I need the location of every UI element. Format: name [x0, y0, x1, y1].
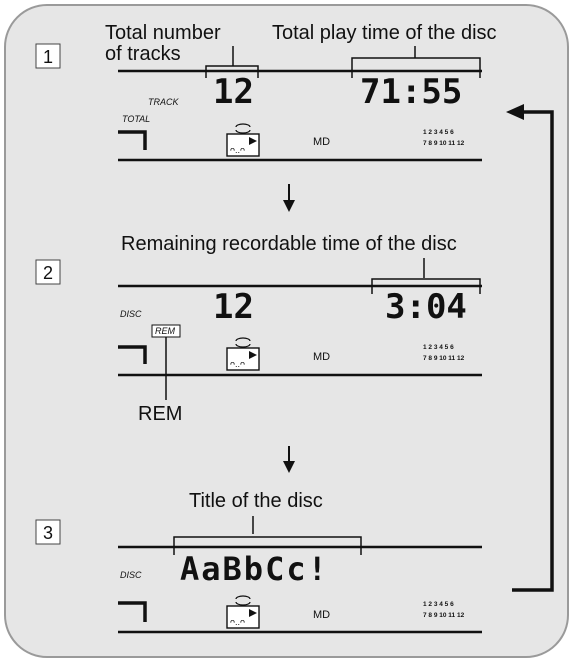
indicator-total: TOTAL — [122, 114, 150, 124]
disc-segment-icon-3 — [118, 601, 147, 622]
display-3-title: AaBbCc! — [180, 550, 329, 588]
label-disc-title: Title of the disc — [189, 490, 323, 512]
indicator-disc-2: DISC — [120, 309, 142, 319]
label-total-tracks-line1: Total number — [105, 22, 221, 44]
track-numbers-3-row1: 1 2 3 4 5 6 — [423, 601, 454, 608]
play-mode-icon-3: ᴖ..ᴖ — [226, 595, 260, 629]
display-1-track-count: 12 — [213, 72, 254, 112]
label-rem: REM — [138, 403, 182, 425]
label-remaining-time: Remaining recordable time of the disc — [121, 233, 457, 255]
track-numbers-1-row2: 7 8 9 10 11 12 — [423, 140, 465, 147]
label-total-tracks-line2: of tracks — [105, 43, 181, 65]
panel-background — [4, 4, 569, 658]
track-numbers-3-row2: 7 8 9 10 11 12 — [423, 612, 465, 619]
indicator-disc-3: DISC — [120, 570, 142, 580]
svg-text:ᴖ..ᴖ: ᴖ..ᴖ — [230, 359, 245, 369]
bracket-tracks — [205, 65, 259, 78]
down-arrow-2 — [283, 446, 295, 473]
indicator-track: TRACK — [148, 97, 179, 107]
display-1-play-time: 71:55 — [360, 72, 462, 112]
step-1: 1 Total number of tracks Total play time… — [35, 22, 497, 162]
play-mode-icon-2: ᴖ..ᴖ — [226, 337, 260, 371]
disc-segment-icon-2 — [118, 345, 147, 364]
bracket-remaining-time — [371, 278, 481, 294]
svg-text:ᴖ..ᴖ: ᴖ..ᴖ — [230, 145, 245, 155]
step-3: 3 Title of the disc AaBbCc! DISC ᴖ..ᴖ MD… — [35, 490, 482, 634]
step-2: 2 Remaining recordable time of the disc … — [35, 233, 482, 425]
disc-segment-icon — [118, 130, 147, 150]
step-3-number-box — [35, 519, 61, 545]
display-2-track-count: 12 — [213, 287, 254, 327]
play-mode-icon: ᴖ..ᴖ — [226, 123, 260, 157]
track-numbers-2-row1: 1 2 3 4 5 6 — [423, 344, 454, 351]
track-numbers-1-row1: 1 2 3 4 5 6 — [423, 129, 454, 136]
down-arrow-1 — [283, 184, 295, 212]
rem-indicator-text: REM — [155, 326, 176, 336]
svg-text:ᴖ..ᴖ: ᴖ..ᴖ — [230, 617, 245, 627]
bracket-disc-title — [173, 536, 362, 555]
step-2-number-box — [35, 259, 61, 285]
label-total-tracks: Total number of tracks — [105, 22, 226, 65]
step-1-number: 1 — [43, 47, 53, 67]
md-indicator-2: MD — [313, 351, 330, 363]
display-2-remaining-time: 3:04 — [385, 287, 467, 327]
md-indicator-3: MD — [313, 609, 330, 621]
label-total-play-time: Total play time of the disc — [272, 22, 497, 44]
md-indicator-1: MD — [313, 136, 330, 148]
loop-back-arrow — [506, 104, 554, 592]
step-1-number-box — [35, 43, 61, 69]
step-2-number: 2 — [43, 263, 53, 283]
bracket-play-time — [351, 57, 481, 78]
track-numbers-2-row2: 7 8 9 10 11 12 — [423, 355, 465, 362]
step-3-number: 3 — [43, 523, 53, 543]
